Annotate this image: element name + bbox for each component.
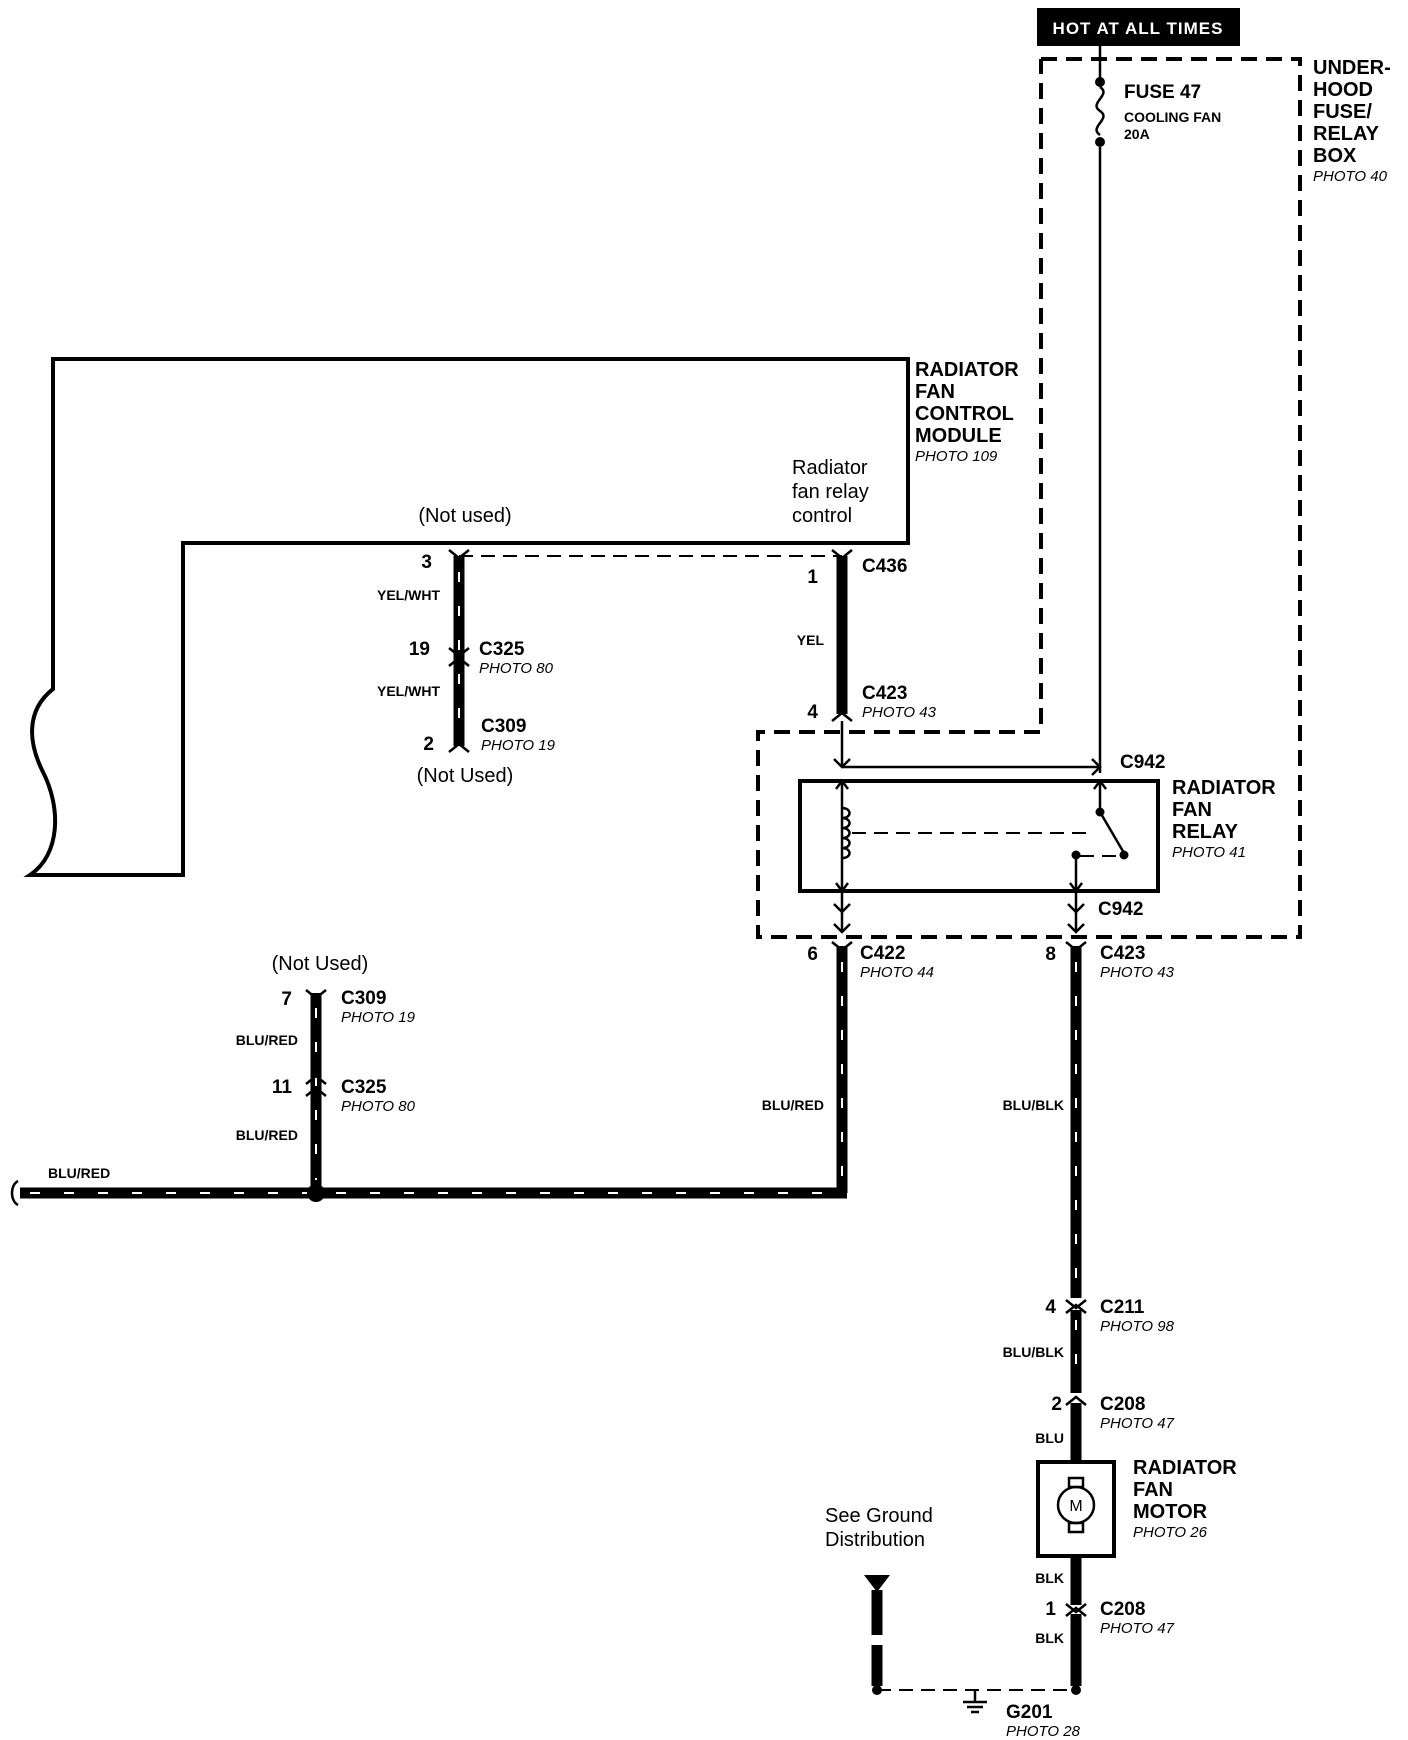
c211-name: C211	[1100, 1297, 1145, 1318]
c325-b-name: C325	[341, 1077, 387, 1098]
wire-blu-blk-a-label: BLU/BLK	[1003, 1097, 1064, 1113]
relay-coil	[835, 778, 1094, 894]
pin-11: 11	[272, 1077, 293, 1098]
ground-note-line-1: See Ground	[825, 1505, 933, 1527]
ground-name: G201	[1006, 1702, 1053, 1723]
fusebox-name-line-4: RELAY	[1313, 123, 1380, 145]
pin-1-c208: 1	[1045, 1599, 1056, 1620]
c422-name: C422	[860, 943, 905, 964]
c309-a-name: C309	[481, 716, 526, 737]
not-used-label-c: (Not Used)	[272, 953, 369, 975]
fuse-rating: 20A	[1124, 126, 1150, 142]
wire-blu-red-main	[10, 1179, 847, 1207]
control-module-outline	[23, 357, 910, 877]
module-name-line-4: MODULE	[915, 425, 1002, 447]
c208-b-photo: PHOTO 47	[1100, 1620, 1175, 1637]
c423-b-name: C423	[1100, 943, 1145, 964]
wire-blu-label: BLU	[1035, 1430, 1064, 1446]
pin-4-c423: 4	[807, 702, 818, 723]
wire-blu-red-main-label: BLU/RED	[48, 1165, 110, 1181]
c309-b-name: C309	[341, 988, 386, 1009]
hot-label: HOT AT ALL TIMES	[1053, 19, 1224, 38]
wire-blu-red-c422	[831, 941, 853, 1193]
fuse-desc: COOLING FAN	[1124, 109, 1221, 125]
wire-blu-red-c-label: BLU/RED	[236, 1127, 298, 1143]
radiator-fan-motor: M	[1036, 1460, 1116, 1558]
wire-blk-b-label: BLK	[1035, 1630, 1064, 1646]
wire-blu-red-branch	[305, 989, 327, 1193]
ground-g201-icon	[963, 1690, 987, 1714]
c208-b-name: C208	[1100, 1599, 1145, 1620]
fusebox-name-line-5: BOX	[1313, 145, 1357, 167]
pin-4-c211: 4	[1045, 1297, 1056, 1318]
pin-2-c208: 2	[1051, 1394, 1062, 1415]
pin-19: 19	[409, 639, 430, 660]
wire-yel	[831, 549, 853, 769]
motor-name-line-3: MOTOR	[1133, 1501, 1208, 1523]
fusebox-name-line-1: UNDER-	[1313, 57, 1391, 79]
pin-7: 7	[281, 989, 292, 1010]
pin-6: 6	[807, 944, 818, 965]
relay-name-line-3: RELAY	[1172, 821, 1239, 843]
relay-box	[798, 779, 1160, 893]
hot-at-all-times-tag: HOT AT ALL TIMES	[1037, 8, 1240, 46]
wire-blu-red-b-label: BLU/RED	[236, 1032, 298, 1048]
wire-blk-a-label: BLK	[1035, 1570, 1064, 1586]
wire-yel-wht-b-label: YEL/WHT	[377, 683, 440, 699]
c309-a-photo: PHOTO 19	[481, 737, 556, 754]
fusebox-name-line-2: HOOD	[1313, 79, 1373, 101]
pin-8: 8	[1045, 944, 1056, 965]
c208-a-photo: PHOTO 47	[1100, 1415, 1175, 1432]
ground-note-line-2: Distribution	[825, 1529, 925, 1551]
c325-b-photo: PHOTO 80	[341, 1098, 416, 1115]
wire-blk	[1065, 1556, 1087, 1695]
pin-desc-line-1: Radiator	[792, 457, 868, 479]
pin-desc-line-3: control	[792, 505, 852, 527]
c422-photo: PHOTO 44	[860, 964, 934, 981]
c436-name: C436	[862, 556, 907, 577]
c211-photo: PHOTO 98	[1100, 1318, 1175, 1335]
wire-blu-red-a-label: BLU/RED	[762, 1097, 824, 1113]
not-used-label-a: (Not used)	[418, 505, 511, 527]
pin-2: 2	[423, 734, 434, 755]
wire-blu-blk	[1065, 941, 1087, 1462]
wire-yel-wht	[448, 549, 470, 753]
wire-blu-blk-b-label: BLU/BLK	[1003, 1344, 1064, 1360]
fuse-47	[1095, 46, 1105, 773]
motor-name-line-2: FAN	[1133, 1479, 1173, 1501]
c942-bottom-label: C942	[1098, 899, 1143, 920]
module-photo: PHOTO 109	[915, 448, 998, 465]
ground-distribution-ref	[864, 1575, 1076, 1695]
c423-a-photo: PHOTO 43	[862, 704, 937, 721]
motor-symbol: M	[1069, 1498, 1082, 1515]
c423-b-photo: PHOTO 43	[1100, 964, 1175, 981]
c325-a-name: C325	[479, 639, 525, 660]
c309-b-photo: PHOTO 19	[341, 1009, 416, 1026]
relay-photo: PHOTO 41	[1172, 844, 1246, 861]
fusebox-name-line-3: FUSE/	[1313, 101, 1372, 123]
module-name-line-3: CONTROL	[915, 403, 1014, 425]
c423-a-name: C423	[862, 683, 907, 704]
relay-name-line-1: RADIATOR	[1172, 777, 1276, 799]
relay-switch	[1069, 778, 1129, 894]
underhood-fuse-box-outline	[756, 57, 1302, 939]
pin-desc-line-2: fan relay	[792, 481, 869, 503]
module-name-line-2: FAN	[915, 381, 955, 403]
c325-a-photo: PHOTO 80	[479, 660, 554, 677]
c942-top-label: C942	[1120, 752, 1165, 773]
pin-1: 1	[807, 567, 818, 588]
wire-yel-label: YEL	[797, 632, 825, 648]
module-name-line-1: RADIATOR	[915, 359, 1019, 381]
relay-name-line-2: FAN	[1172, 799, 1212, 821]
motor-name-line-1: RADIATOR	[1133, 1457, 1237, 1479]
wire-yel-wht-a-label: YEL/WHT	[377, 587, 440, 603]
ground-photo: PHOTO 28	[1006, 1723, 1081, 1740]
c208-a-name: C208	[1100, 1394, 1145, 1415]
not-used-label-b: (Not Used)	[417, 765, 514, 787]
motor-photo: PHOTO 26	[1133, 1524, 1208, 1541]
fuse-name: FUSE 47	[1124, 82, 1201, 103]
pin-3: 3	[421, 552, 432, 573]
fusebox-photo: PHOTO 40	[1313, 168, 1388, 185]
